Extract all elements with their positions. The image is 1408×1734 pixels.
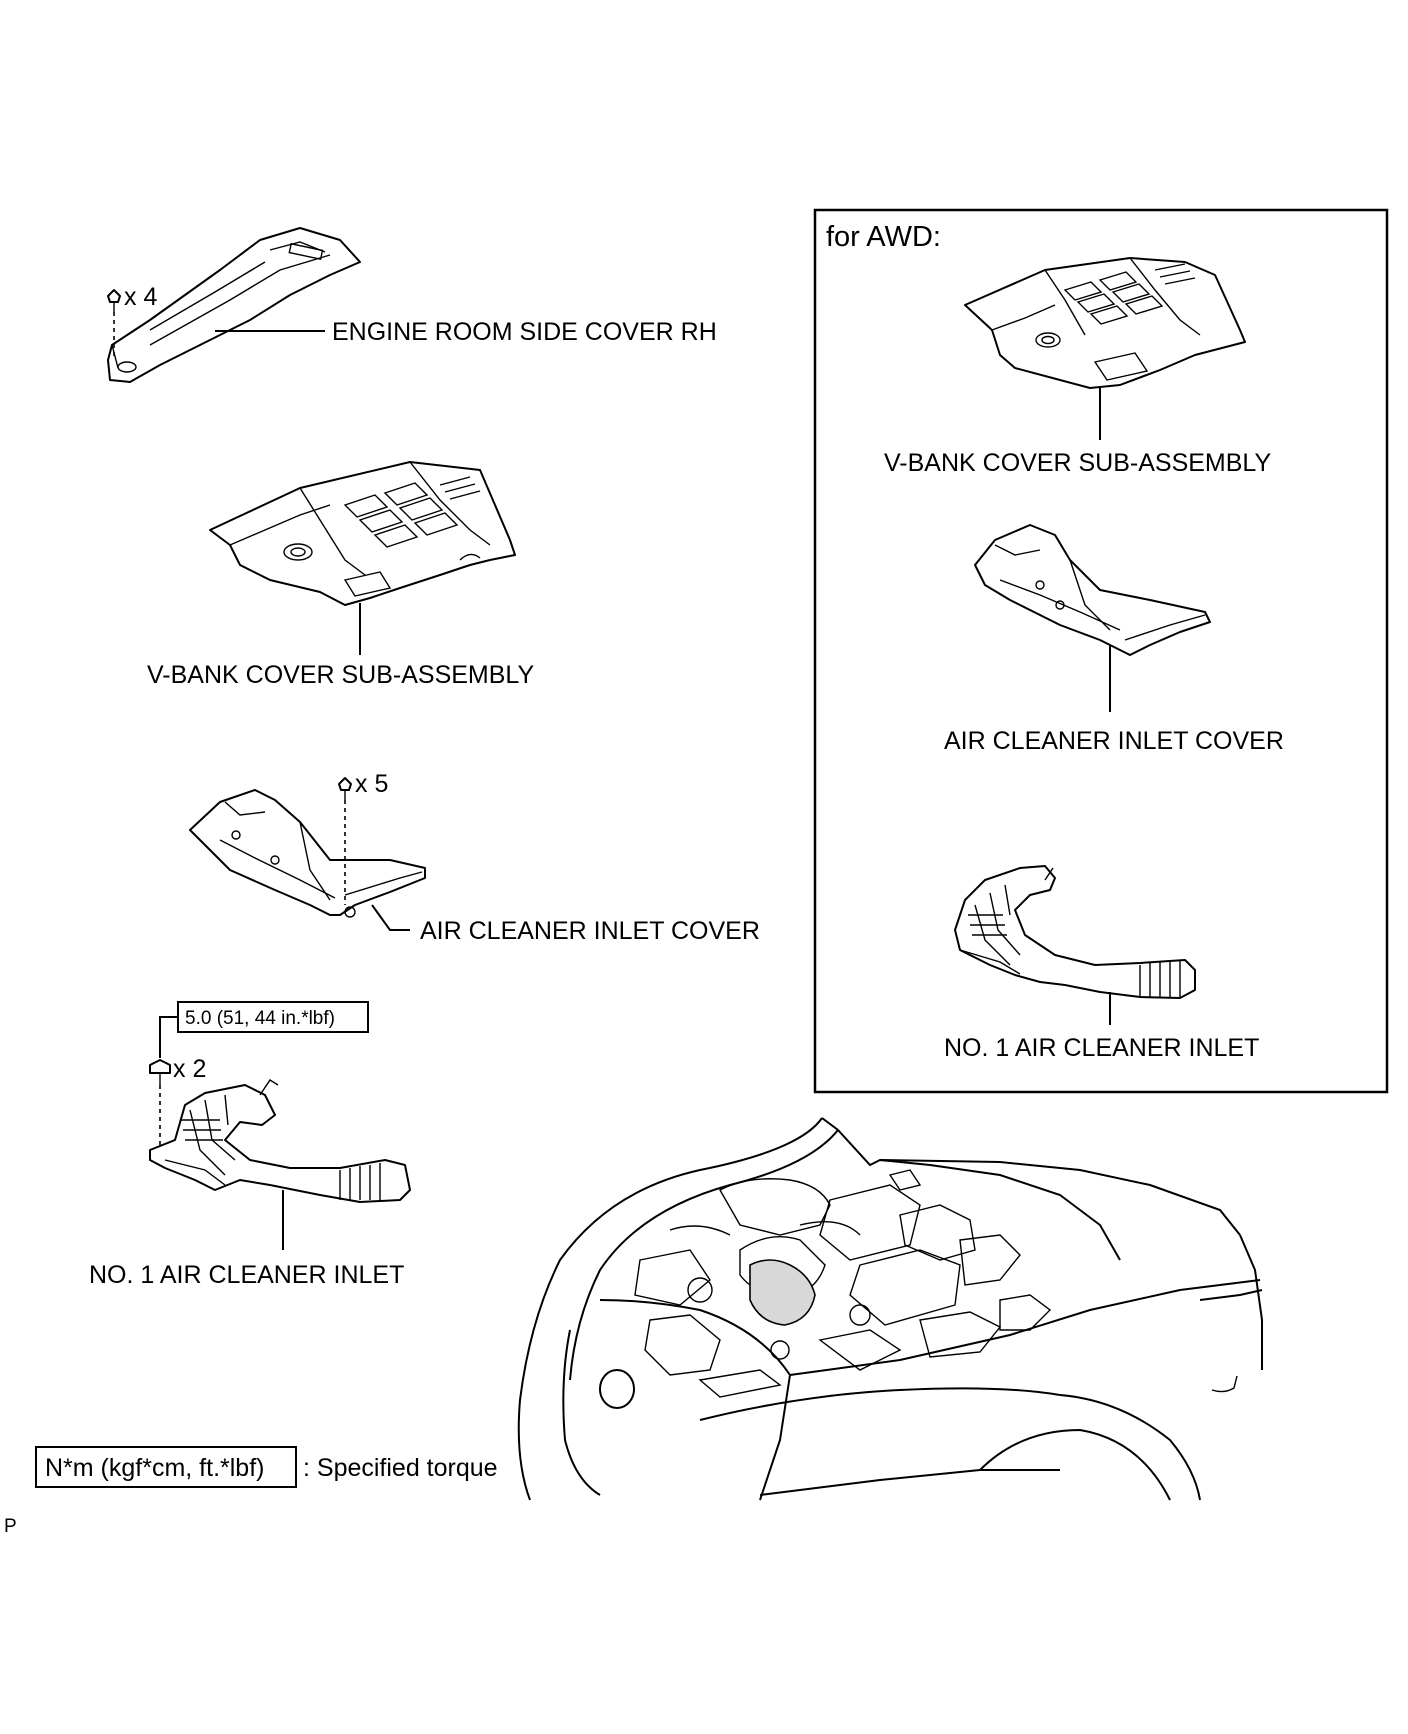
- vbank-cover-awd: [964, 257, 1246, 389]
- air-cleaner-inlet-cover-left: [189, 789, 426, 918]
- qty-bolt-inlet: x 2: [173, 1055, 206, 1083]
- torque-value: 5.0 (51, 44 in.*lbf): [185, 1008, 335, 1029]
- qty-clip-side-cover: x 4: [124, 283, 157, 311]
- clip-icon: [107, 289, 121, 312]
- label-no1-air-cleaner-inlet-left: NO. 1 AIR CLEANER INLET: [89, 1261, 404, 1289]
- vbank-cover-left: [209, 461, 516, 606]
- vehicle-engine-bay: [517, 1117, 1263, 1501]
- bolt-icon: [149, 1059, 171, 1085]
- air-cleaner-inlet-cover-awd: [974, 524, 1211, 656]
- torque-legend-units: N*m (kgf*cm, ft.*lbf): [45, 1454, 264, 1482]
- label-air-cleaner-inlet-cover-left: AIR CLEANER INLET COVER: [420, 917, 760, 945]
- no1-air-cleaner-inlet-awd: [954, 865, 1196, 999]
- engine-room-side-cover-rh: [107, 227, 361, 383]
- awd-panel-title: for AWD:: [826, 221, 941, 253]
- label-vbank-cover-left: V-BANK COVER SUB-ASSEMBLY: [147, 661, 534, 689]
- torque-legend-text: : Specified torque: [303, 1454, 498, 1482]
- label-vbank-cover-awd: V-BANK COVER SUB-ASSEMBLY: [884, 449, 1271, 477]
- label-air-cleaner-inlet-cover-awd: AIR CLEANER INLET COVER: [944, 727, 1284, 755]
- torque-legend-box: [35, 1446, 297, 1488]
- corner-mark: P: [4, 1516, 17, 1537]
- qty-clip-inlet-cover: x 5: [355, 770, 388, 798]
- label-no1-air-cleaner-inlet-awd: NO. 1 AIR CLEANER INLET: [944, 1034, 1259, 1062]
- label-engine-room-side-cover-rh: ENGINE ROOM SIDE COVER RH: [332, 318, 717, 346]
- no1-air-cleaner-inlet-left: [149, 1079, 411, 1203]
- clip-icon: [338, 777, 352, 800]
- awd-panel: [813, 208, 1389, 1094]
